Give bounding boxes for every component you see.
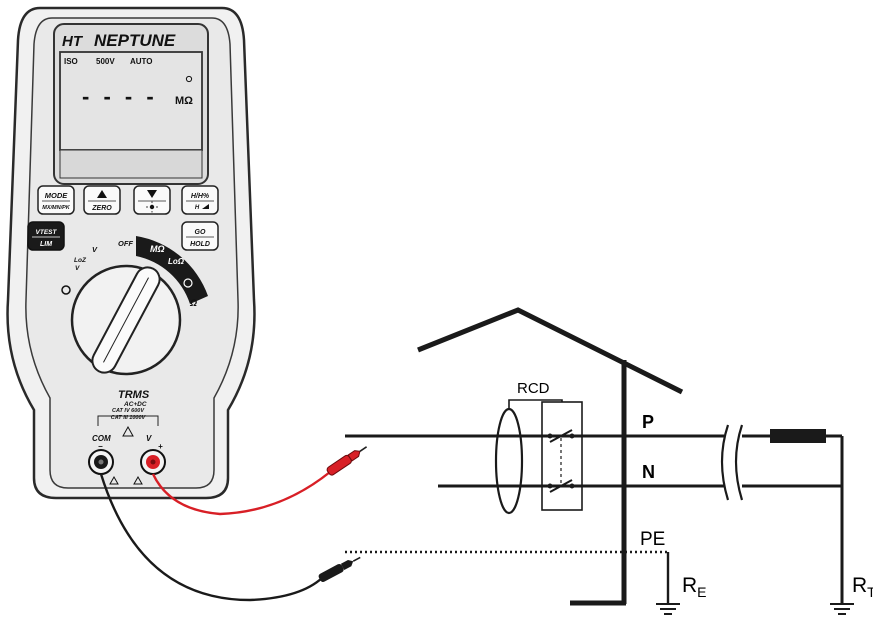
pe-label: PE (640, 529, 665, 550)
lcd-unit: MΩ (175, 95, 193, 107)
rt-label-sub: T (867, 584, 873, 600)
trms-label: TRMS (118, 389, 150, 401)
re-label-main: R (682, 574, 697, 597)
dial-label-v: V (92, 245, 98, 254)
rcd-toroid (494, 407, 524, 515)
rcd-contact (569, 433, 575, 439)
dial-label-loz: LoZ (74, 257, 87, 264)
rcd-contact (547, 483, 553, 489)
rcd-switch-n (549, 479, 573, 493)
lcd-range: AUTO (130, 57, 153, 66)
dial-label-off: OFF (118, 239, 133, 248)
cable-break-right (734, 424, 744, 501)
lcd-lower-area (59, 149, 203, 179)
multimeter: HT NEPTUNE ISO 500V AUTO - - - - MΩ MODE… (6, 6, 256, 500)
auto-off-icon (185, 75, 193, 83)
go-button-sublabel: HOLD (190, 241, 210, 248)
installation-circuit (345, 307, 854, 615)
phase-label: P (642, 412, 654, 432)
hold-button-sublabel: H (195, 205, 200, 211)
ground-icon-re (656, 603, 680, 615)
warning-icon-right (133, 475, 143, 485)
rcd-contact (569, 483, 575, 489)
backlight-button[interactable] (133, 185, 171, 215)
cat-bracket (97, 415, 159, 426)
dial-label-ohm: Ω (189, 298, 197, 308)
rcd-sense-link (508, 399, 563, 409)
com-terminal[interactable] (88, 449, 114, 475)
hold-button[interactable]: H/H% H (181, 185, 219, 215)
warning-icon-left (109, 475, 119, 485)
neutral-label: N (642, 462, 655, 482)
load-resistor (770, 429, 826, 443)
rcd-switch-p (549, 429, 573, 443)
black-test-lead (99, 473, 323, 602)
com-terminal-sign: − (98, 442, 103, 451)
rotary-dial[interactable]: MΩ LoΩ OFF V LoZ V Ω (61, 236, 208, 377)
warning-icon (122, 425, 134, 437)
black-probe (318, 556, 361, 582)
rcd-contact (547, 433, 553, 439)
red-test-lead (151, 471, 331, 516)
up-arrow-icon (97, 190, 107, 198)
v-terminal[interactable] (140, 449, 166, 475)
zero-button-label: ZERO (91, 205, 112, 212)
rotate-icon (61, 285, 71, 295)
re-label-sub: E (697, 584, 706, 600)
lcd-voltage: 500V (96, 57, 115, 66)
red-probe (326, 446, 368, 476)
vtest-button-label: VTEST (36, 229, 58, 236)
lcd-mode: ISO (64, 57, 78, 66)
com-terminal-label: COM (92, 434, 111, 443)
rcd-box (541, 401, 583, 511)
zero-button[interactable]: ZERO (83, 185, 121, 215)
hold-button-label: H/H% (191, 193, 210, 200)
v-terminal-sign: + (158, 442, 163, 451)
model-name: NEPTUNE (94, 31, 176, 50)
cat-rating-1: CAT IV 600V (112, 408, 145, 414)
vtest-button[interactable]: VTEST LIM (27, 221, 65, 251)
v-terminal-label: V (146, 434, 152, 443)
down-arrow-icon (147, 190, 157, 198)
cable-break-left (720, 424, 730, 501)
dial-label-loz-v: V (75, 265, 80, 272)
rcd-label: RCD (517, 380, 550, 397)
mode-button-label: MODE (45, 191, 68, 200)
dial-label-loohm: LoΩ (168, 257, 185, 266)
rt-label: RT (852, 574, 873, 600)
re-label: RE (682, 574, 707, 600)
cat-rating-2: CAT III 1000V (111, 415, 147, 421)
go-button-label: GO (195, 229, 206, 236)
continuity-icon (183, 278, 193, 288)
rt-label-main: R (852, 574, 867, 597)
ground-icon-rt (830, 603, 854, 615)
trms-sublabel: AC+DC (123, 401, 147, 408)
brand-logo: HT (62, 33, 84, 50)
mode-button-sublabel: MX/MN/PK (42, 205, 71, 211)
dial-label-mohm: MΩ (150, 244, 165, 254)
ramp-icon (202, 204, 209, 209)
mode-button[interactable]: MODE MX/MN/PK (37, 185, 75, 215)
go-hold-button[interactable]: GO HOLD (181, 221, 219, 251)
house-roof (417, 307, 684, 395)
test-leads (99, 446, 368, 602)
backlight-icon (146, 201, 158, 213)
lcd-reading: - - - - (82, 84, 158, 109)
vtest-button-sublabel: LIM (40, 241, 52, 248)
